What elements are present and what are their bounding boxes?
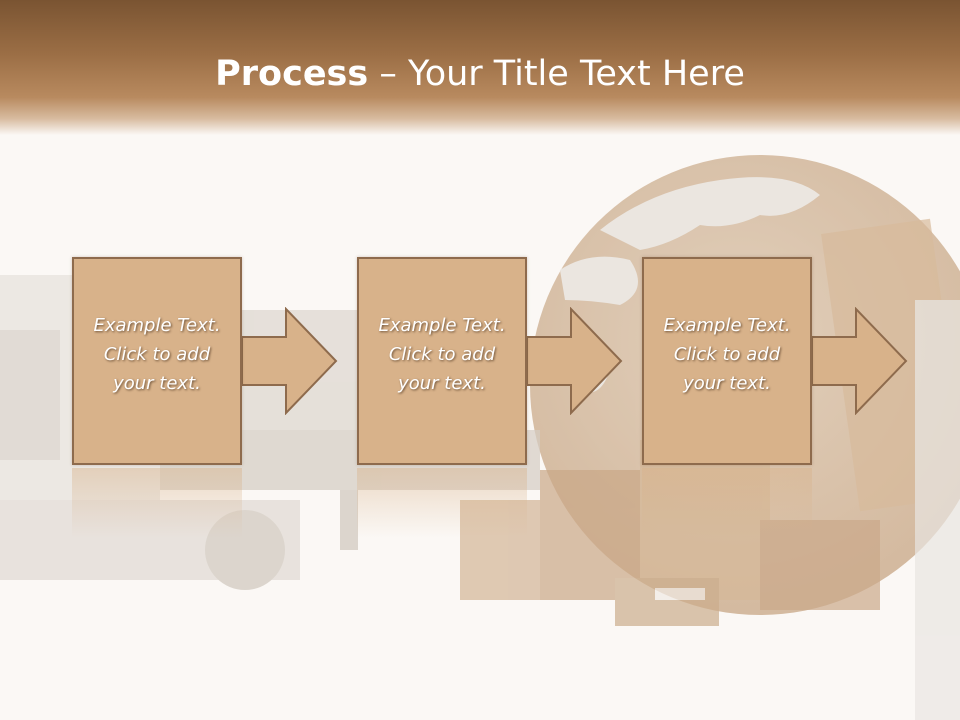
- step-2-reflection: [357, 468, 527, 538]
- step-3-box[interactable]: Example Text. Click to add your text.: [642, 257, 812, 465]
- step-2-arrow: [527, 307, 623, 415]
- slide-title-bold: Process: [215, 54, 369, 94]
- step-2-text[interactable]: Example Text. Click to add your text.: [378, 315, 506, 394]
- step-3-reflection: [642, 468, 812, 538]
- step-1-reflection: [72, 468, 242, 538]
- step-3-arrow: [812, 307, 908, 415]
- cardboard-boxes-icon: [460, 440, 880, 626]
- slide-title-rest: – Your Title Text Here: [368, 54, 745, 94]
- step-1-arrow: [242, 307, 338, 415]
- title-banner: [0, 0, 960, 135]
- step-1-text[interactable]: Example Text. Click to add your text.: [93, 315, 221, 394]
- step-3-text[interactable]: Example Text. Click to add your text.: [663, 315, 791, 394]
- slide-title[interactable]: Process – Your Title Text Here: [0, 52, 960, 96]
- step-2-box[interactable]: Example Text. Click to add your text.: [357, 257, 527, 465]
- step-1-box[interactable]: Example Text. Click to add your text.: [72, 257, 242, 465]
